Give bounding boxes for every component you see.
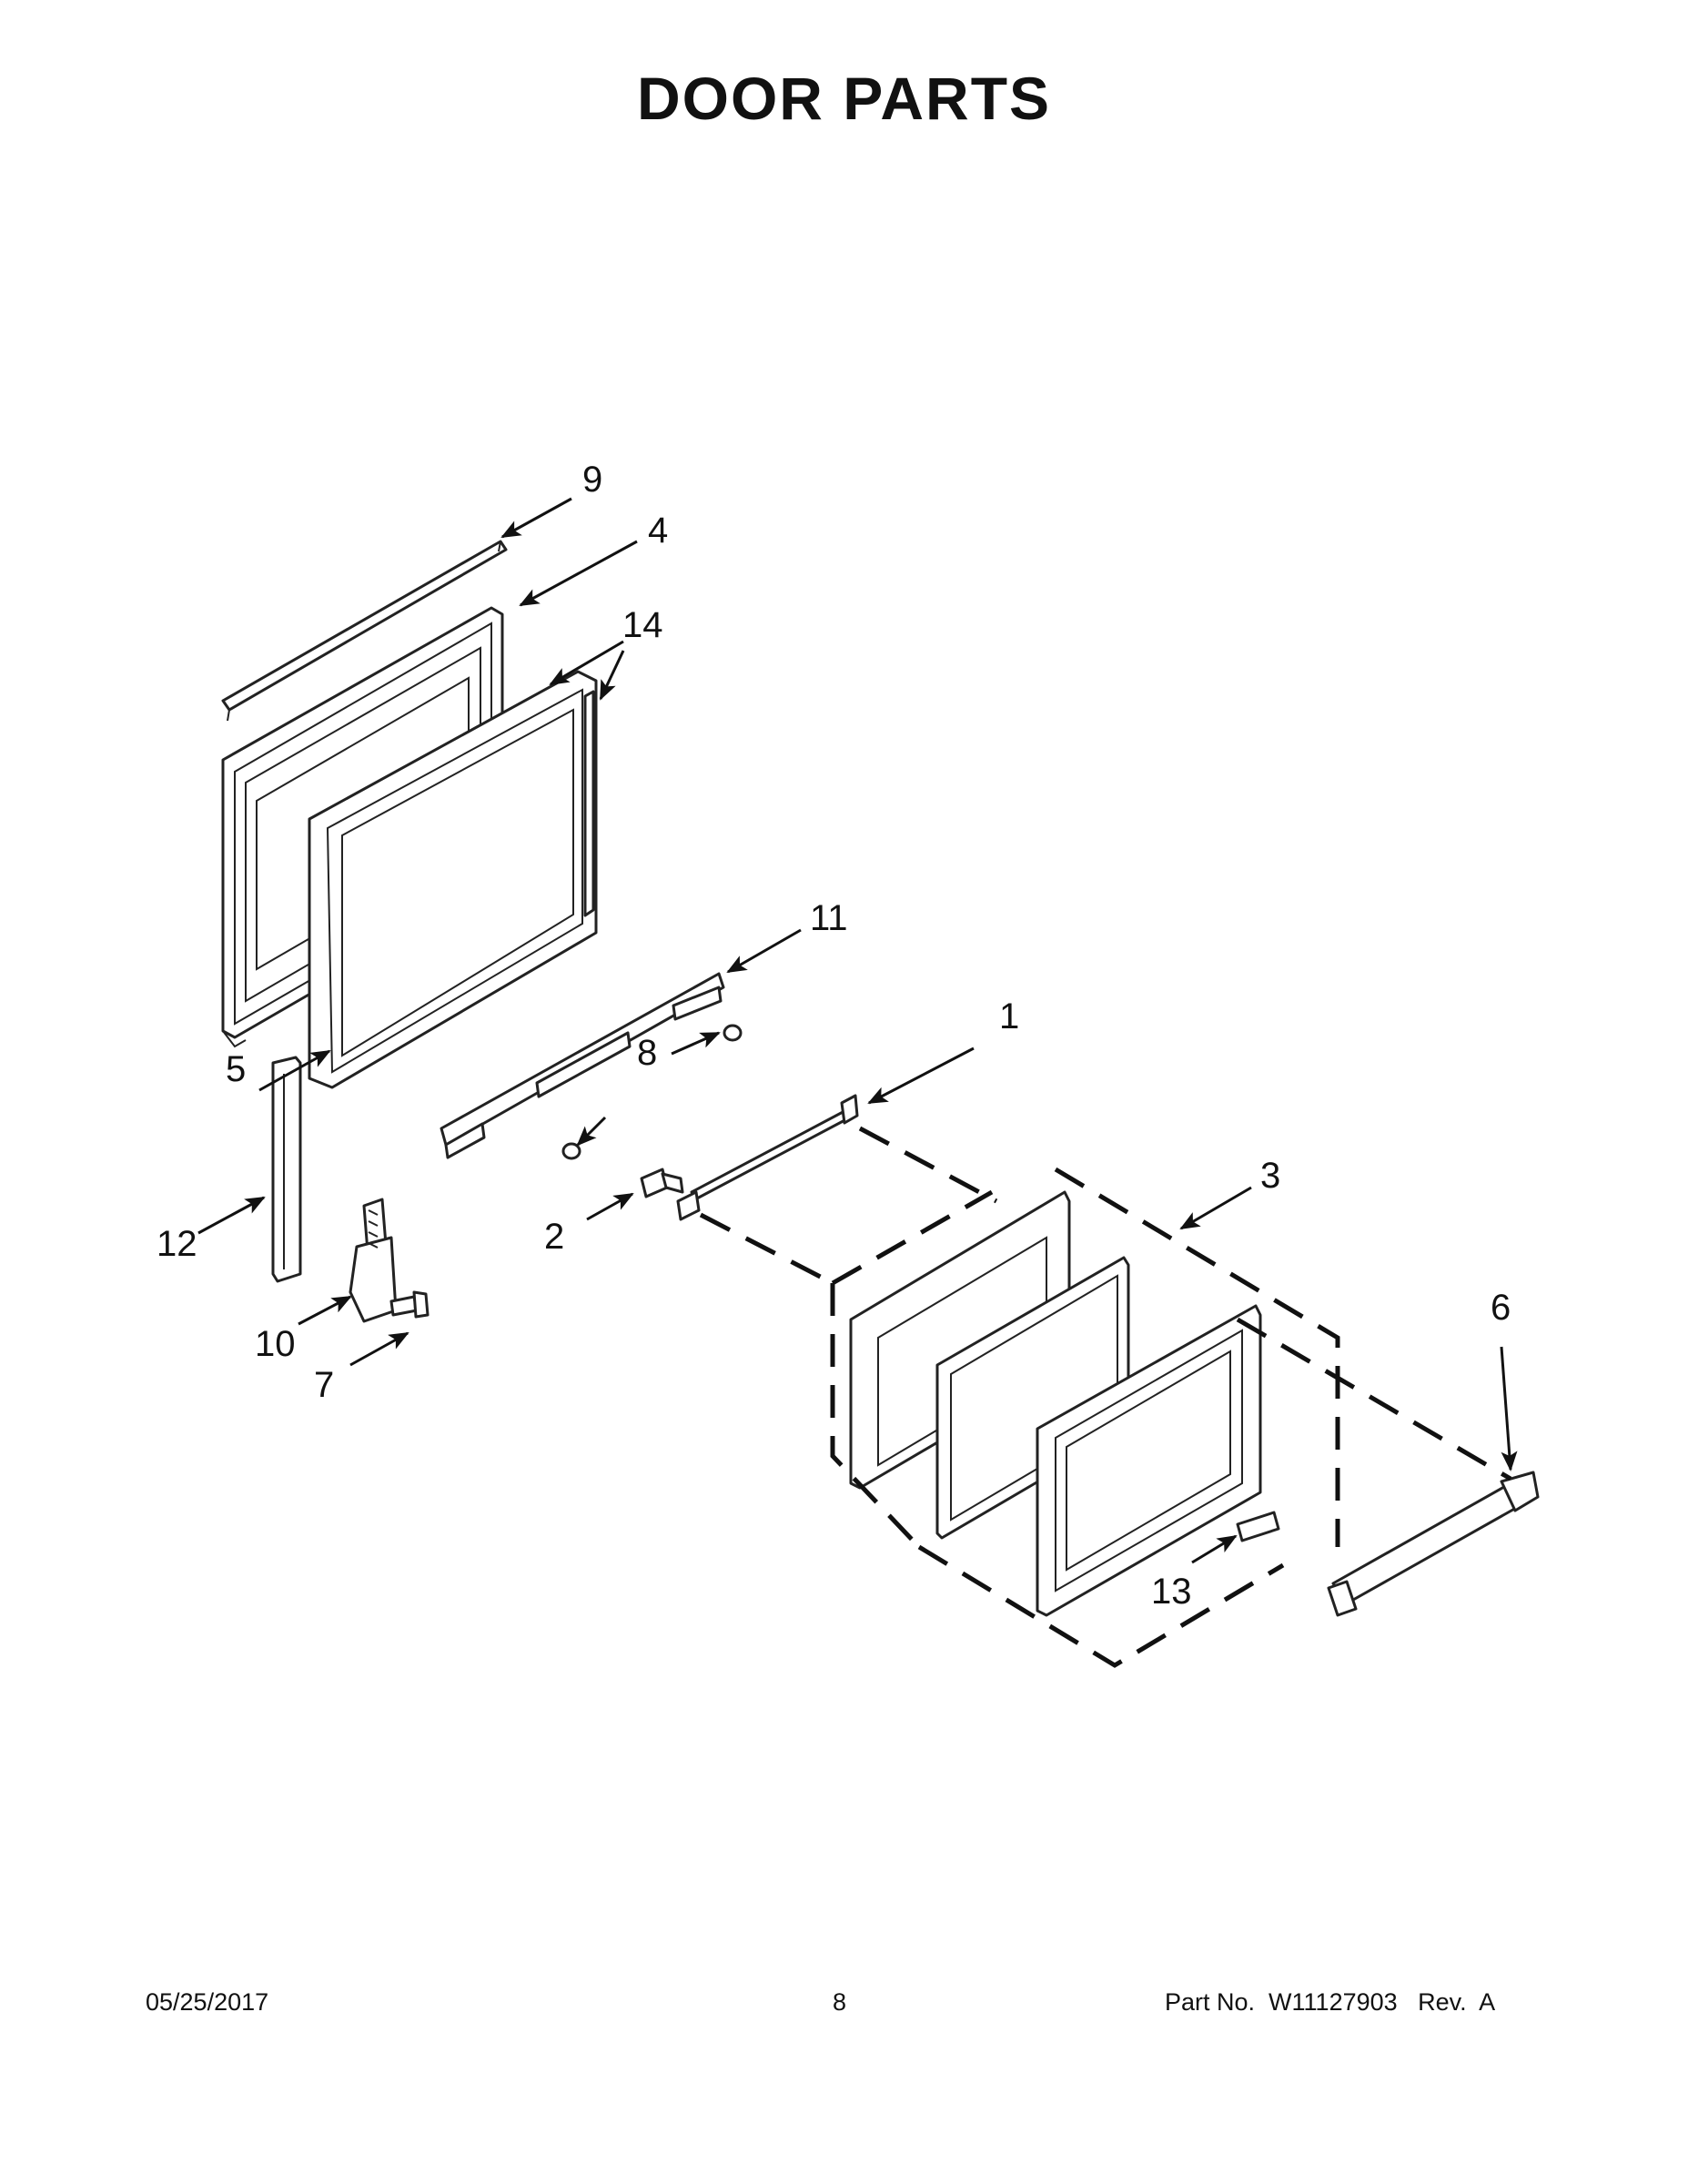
callout-6: 6 (1491, 1288, 1511, 1328)
page-title: DOOR PARTS (636, 65, 1052, 132)
callout-5: 5 (226, 1049, 246, 1089)
part-13-badge (1236, 1511, 1280, 1542)
callout-10: 10 (255, 1324, 296, 1364)
callout-8: 8 (637, 1033, 657, 1073)
part-11-lower-rail (440, 972, 725, 1159)
part-8-bumper-upper (723, 1024, 743, 1042)
part-3-outer-door-group (849, 1190, 1262, 1617)
callout-4: 4 (648, 511, 668, 551)
callout-2: 2 (544, 1217, 564, 1257)
part-1-hinge-rod (676, 1094, 859, 1221)
footer-page-number: 8 (833, 1988, 847, 2016)
part-5-glass-frame (308, 670, 598, 1089)
part-9-top-trim (221, 540, 508, 722)
callout-14: 14 (622, 605, 663, 645)
callout-7: 7 (314, 1365, 334, 1405)
part-2-screw (640, 1168, 684, 1198)
callout-9: 9 (582, 460, 602, 500)
part-7-hinge-screw (389, 1290, 430, 1319)
callout-11: 11 (810, 898, 848, 938)
part-12-side-bracket (271, 1056, 302, 1283)
callout-12: 12 (157, 1224, 197, 1264)
footer-part-number: Part No. W11127903 Rev. A (1165, 1988, 1496, 2016)
footer-date: 05/25/2017 (146, 1988, 269, 2016)
callout-3: 3 (1260, 1156, 1280, 1196)
leader-arrows (197, 497, 1518, 1564)
part-14-side-seal (583, 690, 595, 917)
callout-1: 1 (999, 996, 1019, 1036)
callout-13: 13 (1151, 1572, 1192, 1612)
part-6-handle (1327, 1471, 1540, 1617)
part-8-bumper-lower (561, 1142, 581, 1160)
dashed-assembly-lines (699, 1126, 1512, 1668)
part-10-hinge (349, 1198, 398, 1323)
